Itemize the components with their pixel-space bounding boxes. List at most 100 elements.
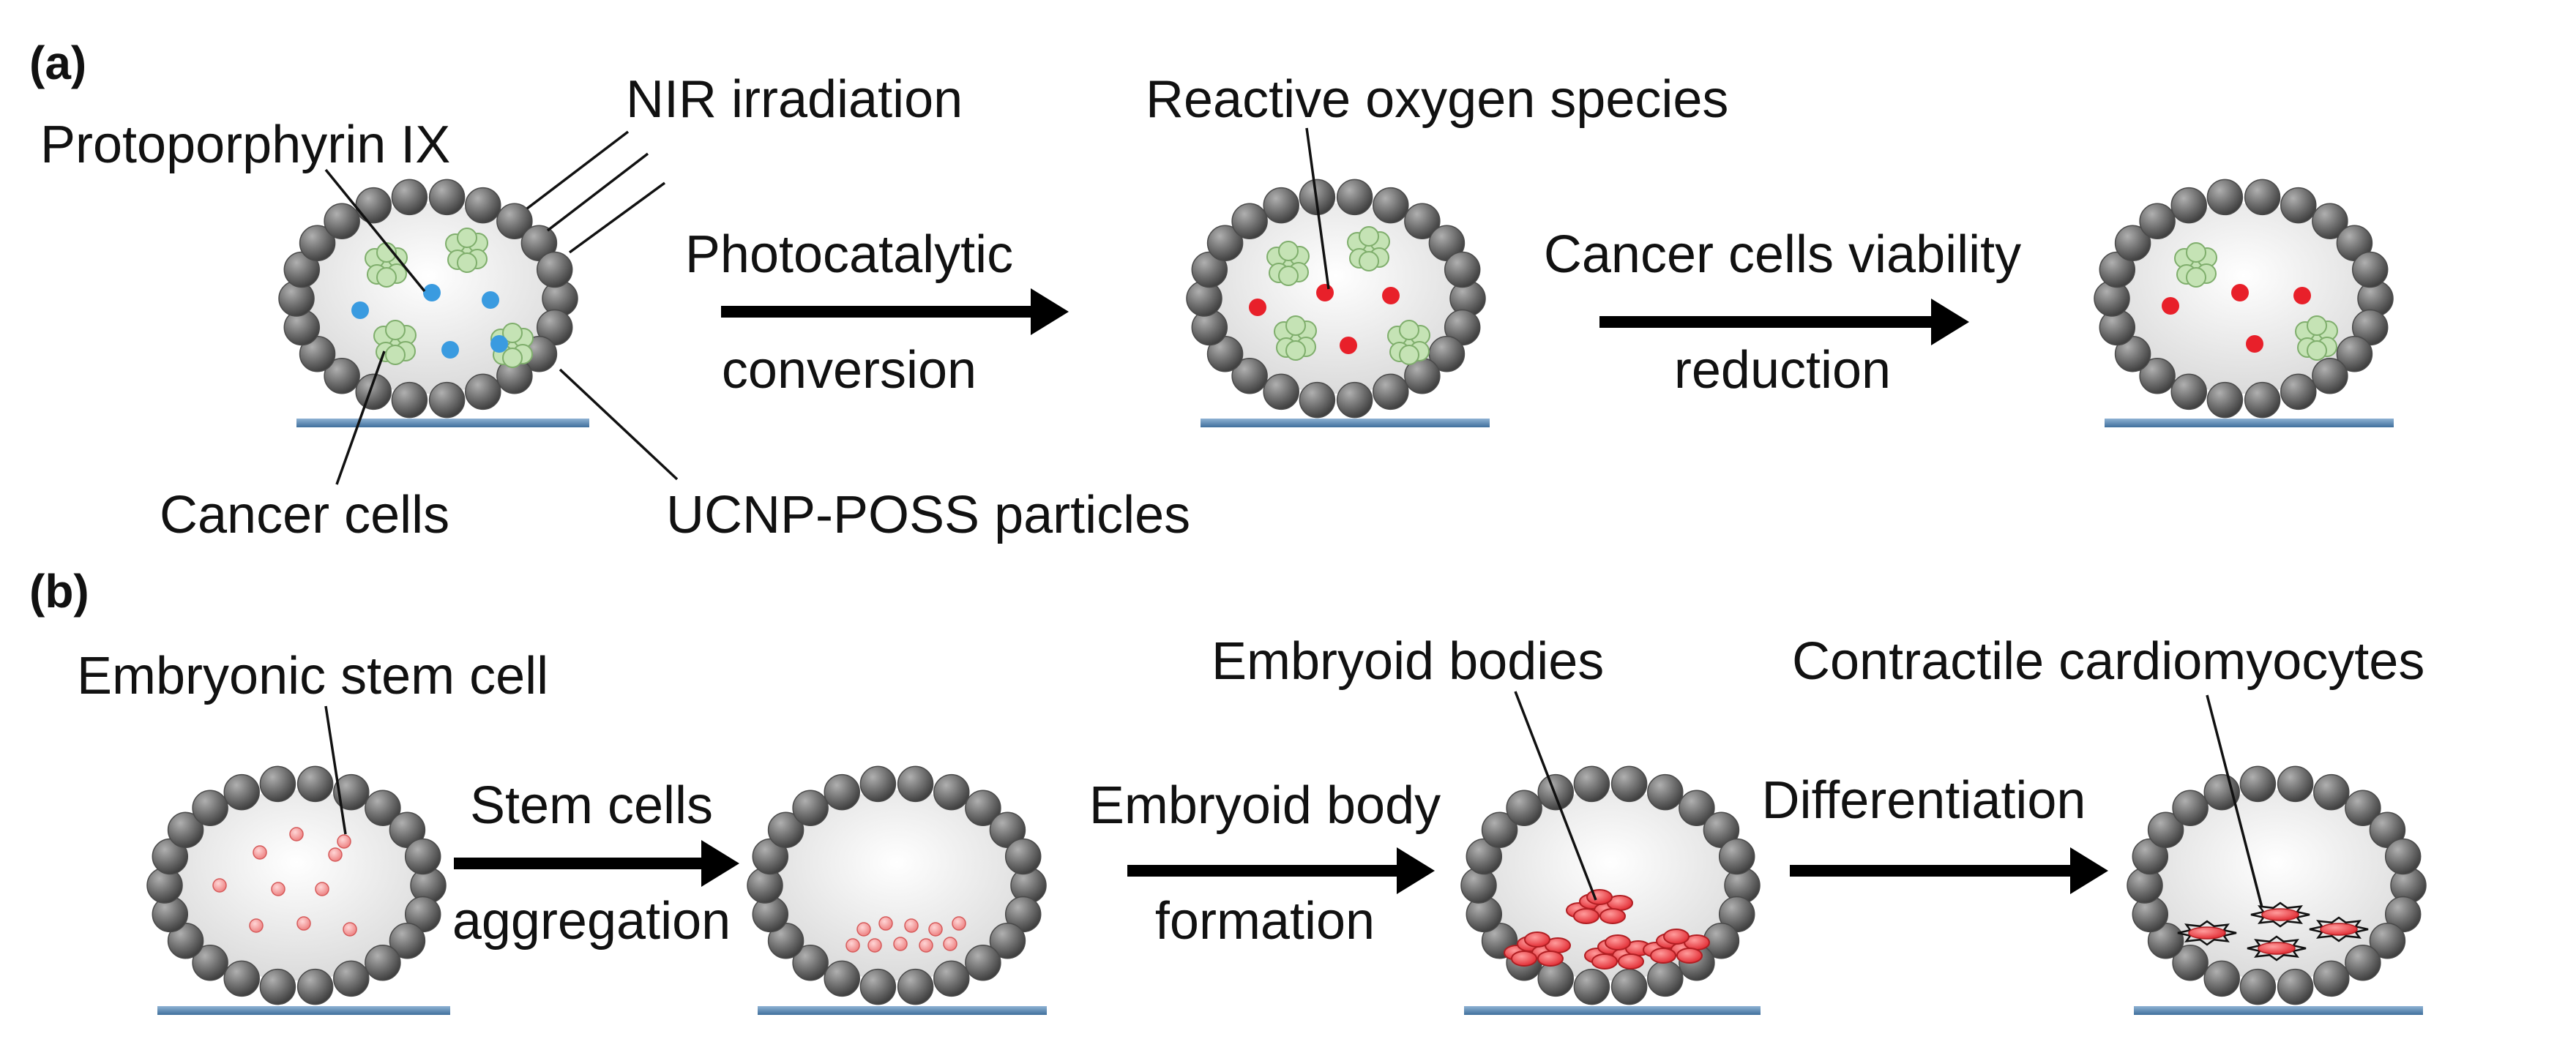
capsule-b1 [146,765,447,1005]
arrow-a2 [1599,299,1969,345]
step-a2-line1: Cancer cells viability [1544,225,2021,284]
shell-bead [365,790,401,826]
arrow-shaft [454,858,704,869]
nir-irradiation-label: NIR irradiation [626,70,963,129]
shell-bead [2336,335,2373,372]
embryoid-leader [1514,691,1597,901]
ros-dot [1340,337,1357,354]
cancer-cell-lobe [1359,251,1379,271]
substrate-b2 [758,1006,1047,1015]
nir-ray [546,152,649,232]
ros-leader [1305,127,1330,290]
ros-dot [1316,284,1334,301]
stem-cell [845,938,860,953]
shell-bead [824,773,860,811]
shell-bead [391,179,428,216]
arrow-b3 [1790,847,2108,894]
shell-bead [767,811,804,849]
cancer-cell-lobe [2307,315,2327,336]
ros-dot [2231,284,2249,301]
shell-bead [2345,790,2381,826]
shell-bead [2384,838,2422,875]
contractile-cardiomyocytes-label: Contractile cardiomyocytes [1792,632,2424,691]
cardio-outline [2247,935,2307,961]
shell-bead [2280,187,2317,224]
shell-bead [1263,373,1299,410]
cardio-outline [2177,920,2237,946]
stem-cell [249,918,264,933]
shell-bead [1263,187,1299,224]
shell-bead [465,187,501,224]
cancer-cell [490,323,534,368]
cancer-cell [365,242,408,288]
nir-ray [526,130,630,210]
embryoid-lobe [1537,951,1564,967]
stem-cell [893,937,908,951]
shell-bead [2206,179,2244,216]
embryoid-lobe [1618,953,1644,970]
cardio-body [2320,923,2358,936]
ros-dot [2246,335,2263,353]
shell-bead [859,968,897,1005]
shell-bead [2239,765,2277,803]
shell-bead [1679,790,1715,826]
shell-bead [1444,251,1481,288]
embryonic-stem-cell-label: Embryonic stem cell [77,647,548,705]
cancer-cell-lobe [2186,242,2206,263]
stem-cell [337,834,351,849]
arrow-head [1397,847,1435,894]
step-a2-line2: reduction [1674,341,1891,400]
cardio-leader [2206,694,2263,908]
capsule-lumen [772,790,1021,981]
shell-bead [296,765,334,803]
cardiomyocyte [2177,920,2237,946]
cancer-cell-lobe [2307,340,2327,361]
ppix-dot [482,291,499,309]
stem-cell [253,845,267,860]
ros-label: Reactive oxygen species [1146,70,1728,129]
stem-cell [952,916,966,931]
shell-bead [1610,968,1648,1005]
embryoid-bodies-label: Embryoid bodies [1212,632,1604,691]
capsule-b2 [747,765,1047,1005]
shell-bead [167,811,204,849]
shell-bead [1573,765,1610,803]
shell-bead [1647,773,1684,811]
shell-bead [296,968,334,1005]
shell-bead [428,179,466,216]
shell-bead [496,203,533,239]
shell-bead [333,960,370,997]
shell-bead [897,765,934,803]
shell-bead [1231,203,1268,239]
shell-bead [2312,358,2348,394]
shell-bead [792,945,829,981]
shell-bead [824,960,860,997]
embryoid-body [1504,931,1571,967]
shell-bead [1481,811,1518,849]
substrate-a3 [2105,419,2394,427]
cardio-outline [2250,901,2310,928]
shell-bead [365,945,401,981]
shell-bead [324,203,360,239]
shell-bead [2172,945,2209,981]
arrow-shaft [721,306,1034,318]
cancer-cells-label: Cancer cells [160,486,449,544]
shell-bead [355,187,392,224]
cardio-outline [2309,916,2369,942]
arrow-b2 [1127,847,1435,894]
shell-bead [536,251,573,288]
step-b1-line2: aggregation [452,892,731,951]
arrow-head [1031,288,1069,335]
capsule-lumen [172,790,421,981]
shell-bead [259,968,296,1005]
shell-bead [1004,838,1042,875]
shell-bead [1647,960,1684,997]
step-b2-line1: Embryoid body [1089,776,1441,835]
embryoid-lobe [1524,931,1550,948]
panel-b-label: (b) [29,565,89,618]
embryoid-body [1643,929,1710,964]
capsule-a2 [1186,179,1486,419]
cancer-cell-lobe [1399,345,1419,365]
cancer-cell [445,228,488,273]
